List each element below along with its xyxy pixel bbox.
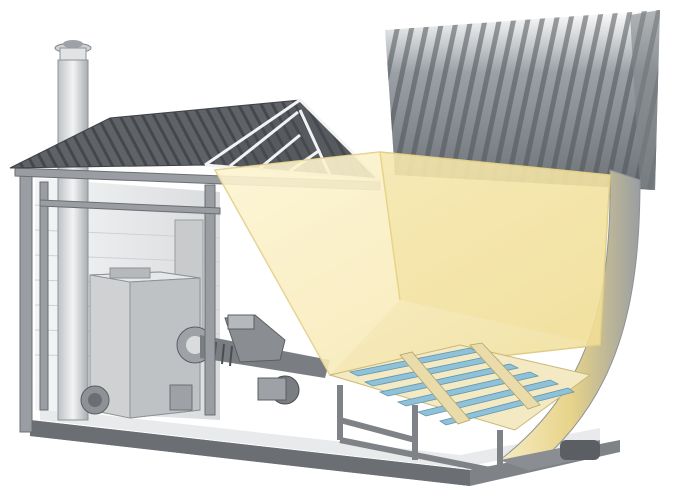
slatted-floor [328, 342, 592, 431]
silo-curved-wall [498, 169, 641, 471]
silo-roof-panel [385, 10, 660, 190]
silo-base-frame [337, 385, 503, 475]
boiler [80, 267, 201, 419]
auger-feed [176, 314, 330, 405]
chimney [54, 40, 92, 421]
fuel-hopper [213, 151, 611, 376]
